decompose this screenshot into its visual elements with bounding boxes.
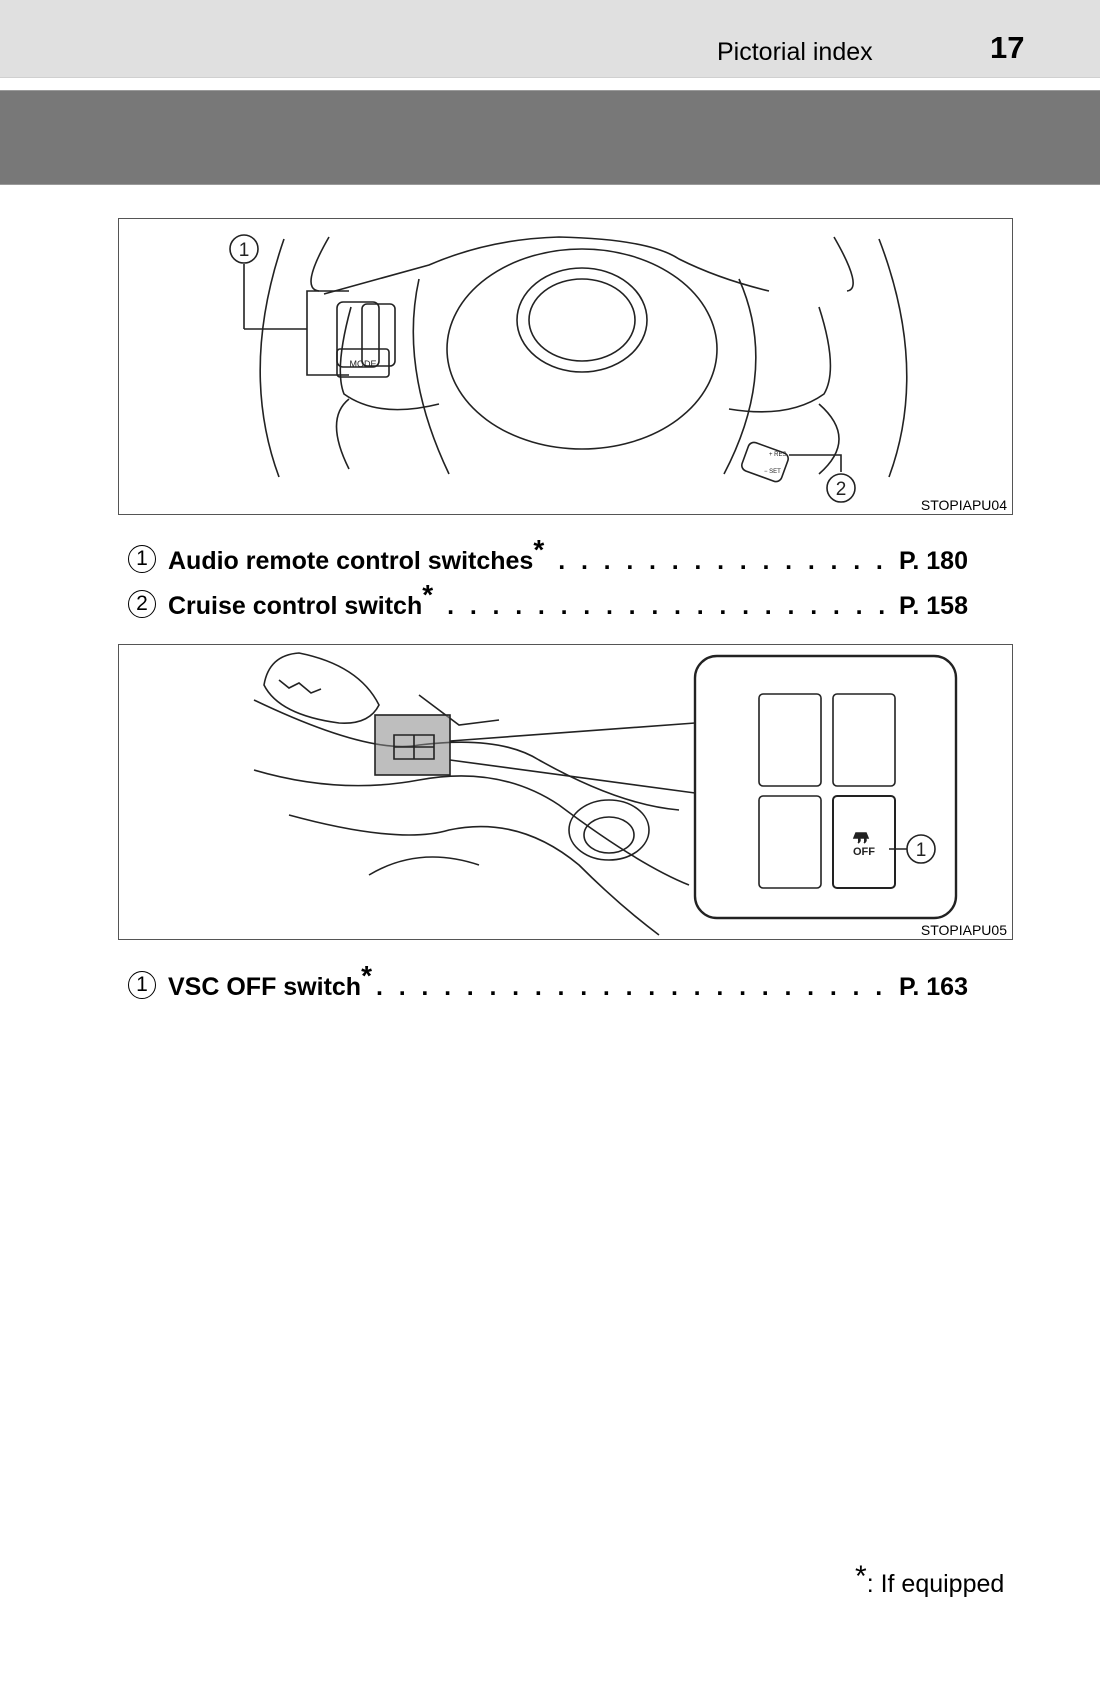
section-title: Pictorial index — [717, 38, 873, 66]
leader-dots: . . . . . . . . . . . . . . . . . . . . … — [447, 592, 895, 620]
header-band — [0, 90, 1100, 185]
item-number: 1 — [128, 545, 156, 573]
callout-1: 1 — [239, 240, 250, 261]
set-label: − SET — [764, 469, 781, 475]
console-illustration: OFF 1 — [253, 652, 958, 936]
asterisk: * — [422, 579, 434, 610]
callout-2: 2 — [836, 479, 847, 500]
index-item[interactable]: 1 VSC OFF switch* . . . . . . . . . . . … — [128, 960, 968, 1002]
steering-wheel-illustration: MODE 1 + RES − SET 2 — [229, 234, 908, 503]
off-label: OFF — [853, 846, 875, 858]
leader-dots: . . . . . . . . . . . . . . . . . . . . … — [558, 547, 895, 575]
figure-code: STOPIAPU05 — [920, 922, 1007, 938]
footnote: *: If equipped — [855, 1560, 1005, 1600]
page-reference[interactable]: P. 163 — [898, 973, 968, 1001]
page-header: Pictorial index 17 — [0, 0, 1100, 78]
asterisk: * — [361, 960, 372, 991]
page-number: 17 — [990, 30, 1025, 65]
leader-dots: . . . . . . . . . . . . . . . . . . . . … — [376, 973, 895, 1001]
figure-code: STOPIAPU04 — [920, 497, 1007, 513]
footnote-asterisk: * — [855, 1560, 867, 1593]
steering-wheel-figure: MODE 1 + RES − SET 2 STOPIAPU04 — [118, 218, 1013, 515]
page-reference[interactable]: P. 158 — [898, 592, 968, 620]
callout-1: 1 — [916, 840, 927, 861]
asterisk: * — [533, 534, 545, 565]
item-label: Cruise control switch — [168, 592, 423, 620]
item-label: VSC OFF switch — [168, 973, 362, 1001]
console-figure: OFF 1 STOPIAPU05 — [118, 644, 1013, 940]
footnote-text: : If equipped — [866, 1570, 1005, 1598]
item-number: 1 — [128, 971, 156, 999]
mode-label: MODE — [350, 359, 377, 369]
index-item[interactable]: 1 Audio remote control switches* . . . .… — [128, 534, 968, 576]
item-label: Audio remote control switches — [168, 547, 534, 575]
index-item[interactable]: 2 Cruise control switch* . . . . . . . .… — [128, 579, 968, 621]
page-reference[interactable]: P. 180 — [898, 547, 968, 575]
item-number: 2 — [128, 590, 156, 618]
res-label: + RES — [769, 452, 787, 458]
